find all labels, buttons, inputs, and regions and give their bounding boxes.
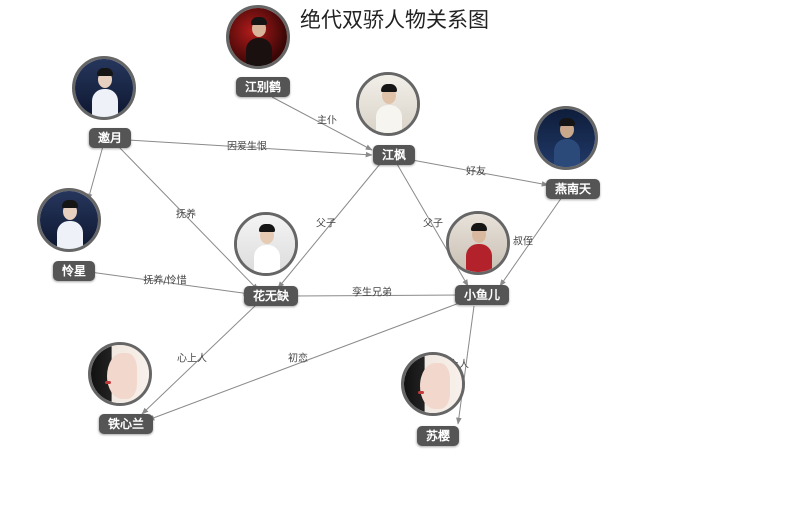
node-label-jiangbiehe[interactable]: 江别鹤 <box>235 77 291 97</box>
blue-robed-warrior-portrait-icon[interactable] <box>534 106 598 170</box>
woman-profile-portrait-icon[interactable] <box>401 352 465 416</box>
diagram-title: 绝代双骄人物关系图 <box>300 8 489 32</box>
edge-label-huawuque-tiexinlan: 心上人 <box>177 353 207 365</box>
edge-label-jiangfeng-xiaoyuer: 父子 <box>423 218 443 230</box>
figure-body <box>57 221 83 249</box>
figure-hair <box>251 17 267 25</box>
edge-label-xiaoyuer-tiexinlan: 初恋 <box>288 353 308 365</box>
edge-label-jiangfeng-huawuque: 父子 <box>316 218 336 230</box>
figure-body <box>246 38 272 66</box>
figure-hair <box>259 224 275 232</box>
node-label-lianxing[interactable]: 怜星 <box>52 261 96 281</box>
edge-label-jiangfeng-yannantian: 好友 <box>466 166 486 178</box>
face-profile <box>107 353 137 399</box>
edge-jiangfeng-yannantian <box>411 159 549 187</box>
figure-body <box>376 105 402 133</box>
node-label-xiaoyuer[interactable]: 小鱼儿 <box>454 285 510 305</box>
node-label-suying[interactable]: 苏樱 <box>416 426 460 446</box>
lips <box>418 391 424 394</box>
edge-label-yannantian-xiaoyuer: 叔侄 <box>513 236 533 248</box>
edge-huawuque-xiaoyuer <box>292 292 463 298</box>
figure-hair <box>62 200 78 208</box>
figure-body <box>92 89 118 117</box>
white-robed-woman-portrait-icon[interactable] <box>37 188 101 252</box>
edge-label-huawuque-xiaoyuer: 孪生兄弟 <box>352 287 392 299</box>
node-label-jiangfeng[interactable]: 江枫 <box>372 145 416 165</box>
edge-label-yaoyue-jiangfeng: 因爱生恨 <box>227 141 267 153</box>
dark-red-swordsman-portrait-icon[interactable] <box>226 5 290 69</box>
edge-xiaoyuer-tiexinlan <box>147 301 463 421</box>
figure-hair <box>97 68 113 76</box>
face-profile <box>420 363 450 409</box>
figure-hair <box>471 223 487 231</box>
edge-yannantian-xiaoyuer <box>499 196 563 287</box>
edge-jiangfeng-huawuque <box>277 163 381 289</box>
fan-holding-man-portrait-icon[interactable] <box>234 212 298 276</box>
edge-label-jiangbiehe-jiangfeng: 主仆 <box>317 115 337 127</box>
lips <box>105 381 111 384</box>
node-label-yaoyue[interactable]: 邀月 <box>88 128 132 148</box>
edge-label-lianxing-huawuque: 抚养/怜惜 <box>143 275 187 287</box>
figure-hair <box>559 118 575 126</box>
white-robed-woman-portrait-icon[interactable] <box>72 56 136 120</box>
edge-label-yaoyue-huawuque: 抚养 <box>176 209 196 221</box>
edge-huawuque-tiexinlan <box>141 304 257 415</box>
red-robed-youth-portrait-icon[interactable] <box>446 211 510 275</box>
white-robed-man-portrait-icon[interactable] <box>356 72 420 136</box>
node-label-tiexinlan[interactable]: 铁心兰 <box>98 414 154 434</box>
edge-yaoyue-jiangfeng <box>127 139 373 158</box>
figure-body <box>254 245 280 273</box>
node-label-huawuque[interactable]: 花无缺 <box>243 286 299 306</box>
node-label-yannantian[interactable]: 燕南天 <box>545 179 601 199</box>
figure-body <box>466 244 492 272</box>
figure-hair <box>381 84 397 92</box>
figure-body <box>554 139 580 167</box>
edge-yaoyue-huawuque <box>117 145 259 291</box>
woman-profile-portrait-icon[interactable] <box>88 342 152 406</box>
edge-lianxing-huawuque <box>89 271 251 296</box>
edge-jiangbiehe-jiangfeng <box>271 96 373 151</box>
